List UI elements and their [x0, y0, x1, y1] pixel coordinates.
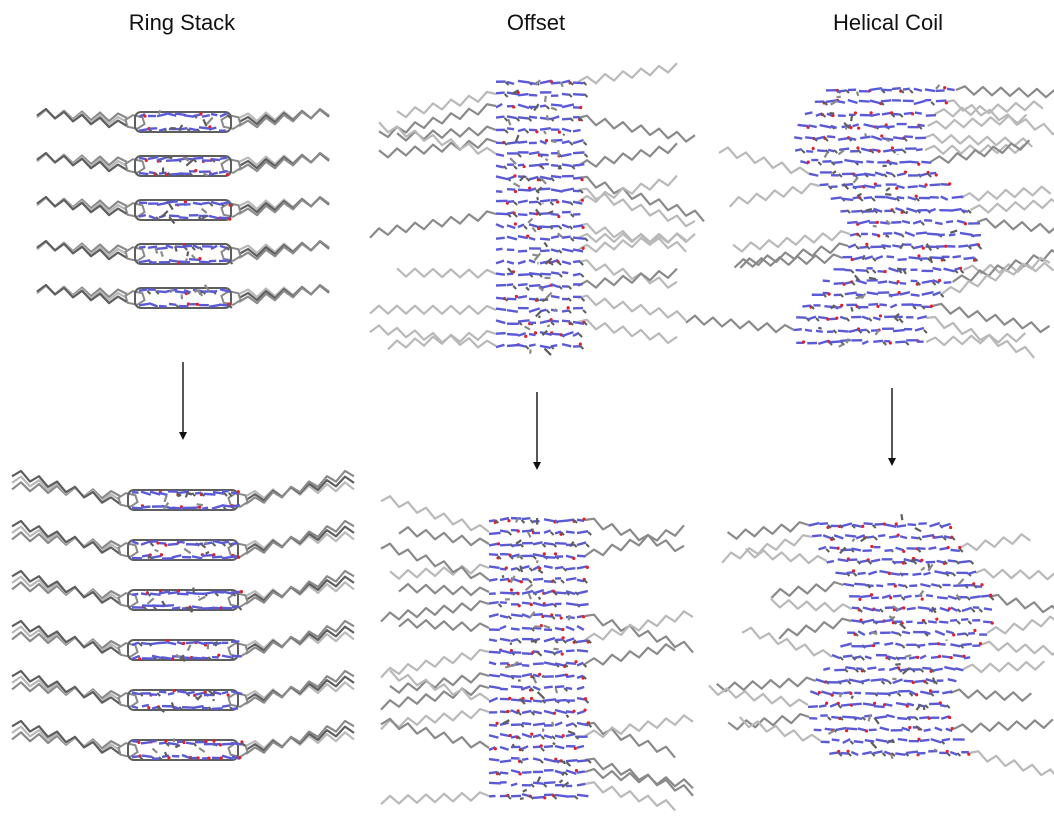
transition-arrow-helical-coil	[888, 388, 896, 466]
transition-arrow-ring-stack	[179, 362, 187, 440]
transition-arrow-offset	[533, 392, 541, 470]
offset-top-structure	[370, 63, 704, 355]
helical-coil-top-structure	[686, 85, 1054, 358]
ring-stack-top-structure	[37, 109, 329, 308]
ring-stack-bottom-structure	[12, 471, 354, 760]
offset-bottom-structure	[381, 496, 693, 810]
helical-coil-bottom-structure	[709, 514, 1054, 779]
